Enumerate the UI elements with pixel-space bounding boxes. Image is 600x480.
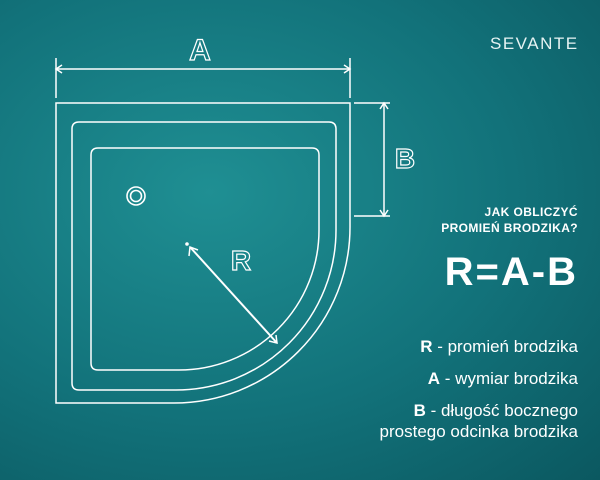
legend-b-text-1: - długość bocznego [425, 401, 578, 420]
legend-r-symbol: R [420, 337, 433, 356]
label-b: B [395, 143, 415, 174]
legend-b-text-2: prostego odcinka brodzika [379, 422, 578, 441]
radius-arrow [188, 245, 278, 344]
legend-a: A - wymiar brodzika [428, 369, 578, 389]
question-line-2: PROMIEŃ BRODZIKA? [441, 221, 578, 235]
legend-b-line-1: B - długość bocznego [380, 400, 578, 421]
legend-r-text: - promień brodzika [432, 337, 578, 356]
question-heading: JAK OBLICZYĆ PROMIEŃ BRODZIKA? [441, 204, 578, 236]
legend-r: R - promień brodzika [420, 337, 578, 357]
legend-b-symbol: B [413, 401, 426, 420]
legend-a-text: - wymiar brodzika [440, 369, 578, 388]
brand-logo: SEVANTE [490, 34, 579, 53]
drain-icon [126, 186, 146, 206]
legend-a-symbol: A [427, 369, 441, 388]
formula: R=A-B [444, 250, 578, 294]
label-a: A [189, 34, 211, 67]
dimension-a [54, 58, 352, 98]
center-point [185, 242, 189, 246]
legend-b: B - długość bocznego prostego odcinka br… [380, 400, 578, 442]
tray-basin [90, 147, 320, 371]
question-line-1: JAK OBLICZYĆ [484, 205, 578, 219]
tray-rim [71, 121, 337, 391]
dimension-b [354, 101, 390, 218]
label-r: R [231, 245, 251, 276]
tray-outline [55, 102, 351, 404]
